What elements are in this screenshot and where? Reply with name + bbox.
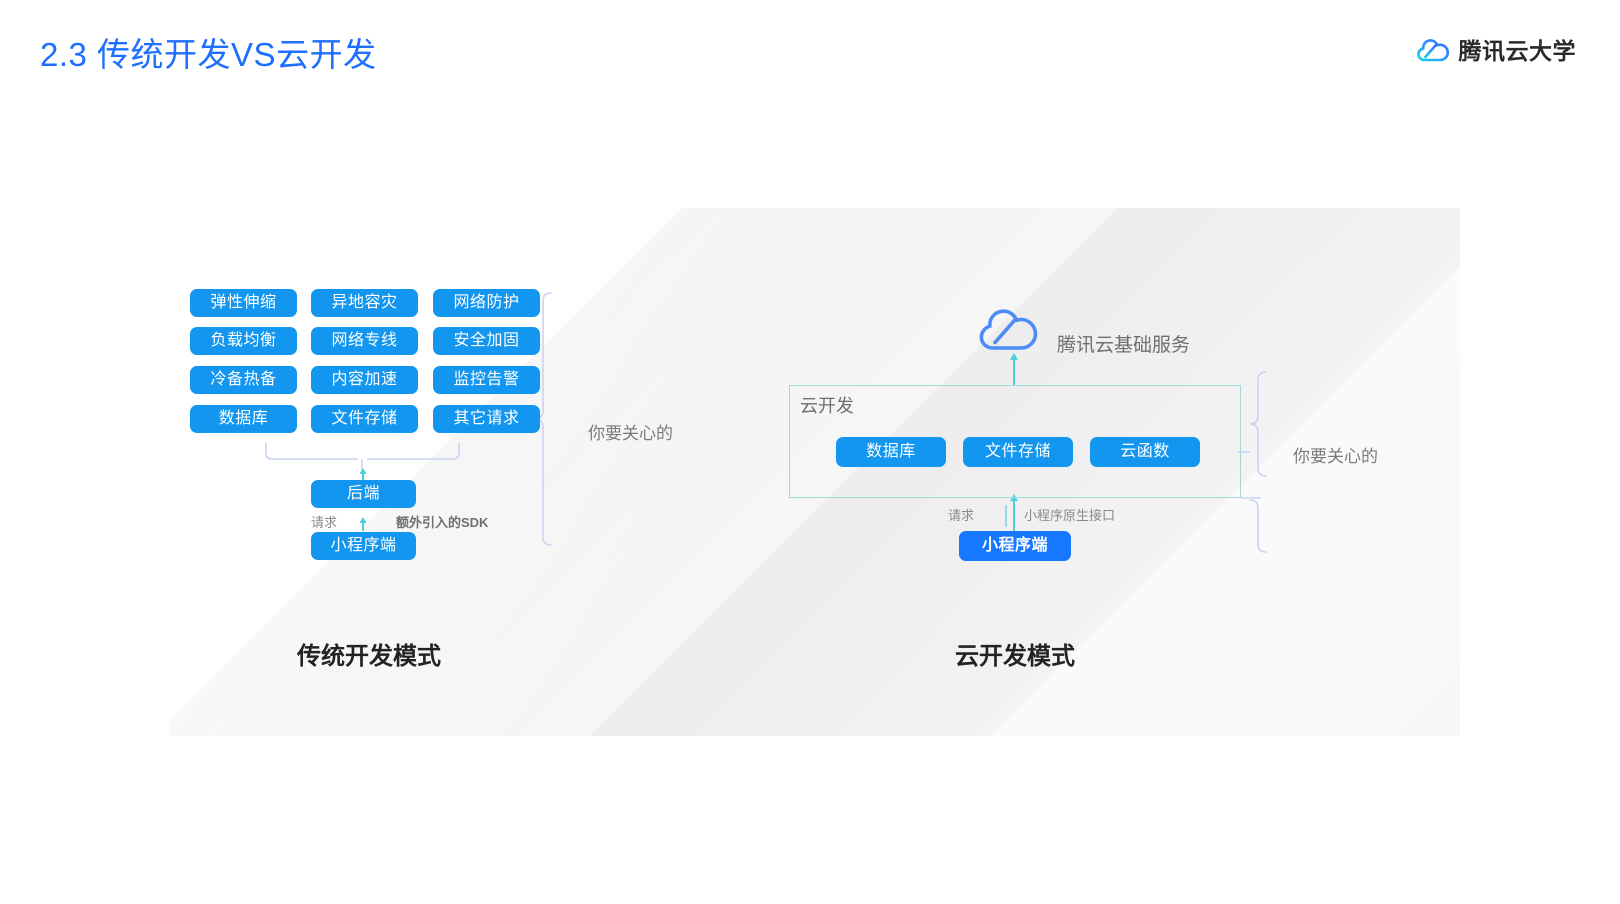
right-mode-caption: 云开发模式	[955, 643, 1075, 670]
backend-node[interactable]: 后端	[311, 480, 416, 508]
left-mode-caption: 传统开发模式	[297, 643, 441, 670]
right-native-api-label: 小程序原生接口	[1024, 508, 1116, 523]
cloud-service-label: 腾讯云基础服务	[1057, 335, 1191, 356]
service-pill[interactable]: 其它请求	[433, 405, 540, 433]
page-title: 2.3 传统开发VS云开发	[40, 36, 377, 73]
left-request-label: 请求	[311, 515, 338, 530]
service-pill[interactable]: 弹性伸缩	[190, 289, 297, 317]
left-brace-label: 你要关心的	[588, 424, 673, 443]
brand-logo-lockup: 腾讯云大学	[1416, 32, 1577, 66]
cloud-dev-box	[789, 385, 1241, 498]
cloud-service-pill[interactable]: 数据库	[836, 437, 946, 467]
right-miniprogram-client[interactable]: 小程序端	[959, 531, 1071, 561]
cloud-dev-box-title: 云开发	[800, 396, 854, 416]
tencent-cloud-icon	[977, 303, 1039, 351]
brand-name: 腾讯云大学	[1458, 38, 1576, 64]
left-sdk-label: 额外引入的SDK	[396, 515, 489, 530]
right-request-label: 请求	[948, 508, 975, 523]
service-pill[interactable]: 网络专线	[311, 327, 418, 355]
service-pill[interactable]: 监控告警	[433, 366, 540, 394]
service-pill[interactable]: 网络防护	[433, 289, 540, 317]
service-pill[interactable]: 数据库	[190, 405, 297, 433]
service-pill[interactable]: 安全加固	[433, 327, 540, 355]
cloud-service-pill[interactable]: 云函数	[1090, 437, 1200, 467]
service-pill[interactable]: 文件存储	[311, 405, 418, 433]
service-pill[interactable]: 内容加速	[311, 366, 418, 394]
service-pill[interactable]: 负载均衡	[190, 327, 297, 355]
service-pill[interactable]: 冷备热备	[190, 366, 297, 394]
service-pill[interactable]: 异地容灾	[311, 289, 418, 317]
right-brace-label: 你要关心的	[1293, 447, 1378, 466]
tencent-cloud-logo-icon	[1416, 36, 1450, 62]
cloud-service-pill[interactable]: 文件存储	[963, 437, 1073, 467]
left-miniprogram-client[interactable]: 小程序端	[311, 532, 416, 560]
